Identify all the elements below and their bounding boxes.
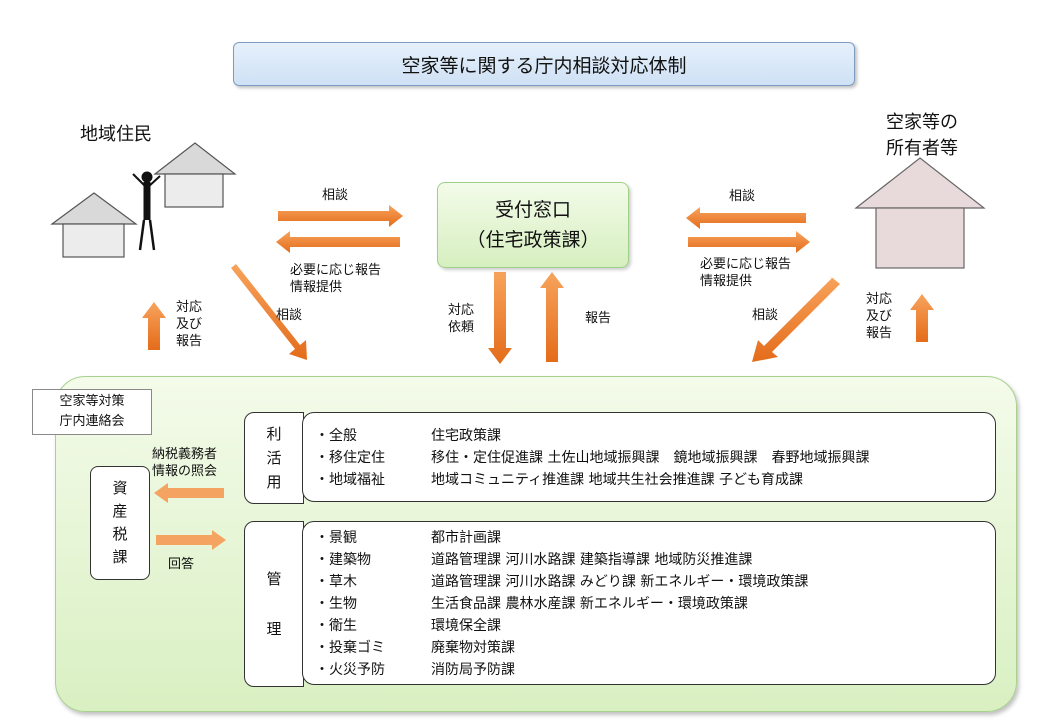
management-depts: 環境保全課 <box>431 618 501 634</box>
management-row-sanitation: ・衛生 環境保全課 <box>315 615 995 637</box>
utilization-item: ・全般 <box>315 428 357 444</box>
arrow-reception-to-owner <box>688 231 810 253</box>
reception-desk-box: 受付窓口 （住宅政策課） <box>437 182 629 268</box>
management-depts: 消防局予防課 <box>431 662 515 678</box>
tax-char-3: 税 <box>112 525 128 543</box>
management-item: ・草木 <box>315 574 357 590</box>
utilization-item: ・移住定住 <box>315 450 385 466</box>
arrow-reception-down-request <box>488 272 512 364</box>
left-reply-label: 対応 及び 報告 <box>172 299 206 350</box>
reception-department: （住宅政策課） <box>466 229 600 251</box>
arrow-resident-diag-to-council <box>226 264 307 360</box>
tax-inquiry-line2: 情報の照会 <box>152 464 218 479</box>
owners-label-line2: 所有者等 <box>886 138 958 159</box>
resident-person-icon <box>132 171 161 251</box>
left-reply-line2: 及び <box>175 317 202 332</box>
right-reply-label: 対応 及び 報告 <box>862 291 896 342</box>
right-report-label: 必要に応じ報告 情報提供 <box>700 256 791 290</box>
center-report-label: 報告 <box>585 311 612 326</box>
left-reply-line3: 報告 <box>175 334 202 349</box>
tax-inquiry-label: 納税義務者 情報の照会 <box>152 446 217 480</box>
management-char-1: 管 <box>266 570 282 588</box>
management-item: ・建築物 <box>315 552 371 568</box>
utilization-item: ・地域福祉 <box>315 472 385 488</box>
tax-answer-label: 回答 <box>168 557 195 572</box>
right-reply-line3: 報告 <box>865 326 892 341</box>
utilization-depts: 地域コミュニティ推進課 地域共生社会推進課 子ども育成課 <box>431 472 804 488</box>
utilization-char-1: 利 <box>266 425 282 443</box>
page-title: 空家等に関する庁内相談対応体制 <box>233 42 855 86</box>
right-report-line2: 情報提供 <box>700 274 753 289</box>
utilization-row-welfare: ・地域福祉 地域コミュニティ推進課 地域共生社会推進課 子ども育成課 <box>315 469 995 491</box>
management-row-fire-prevention: ・火災予防 消防局予防課 <box>315 659 995 681</box>
utilization-category-box: 利 活 用 <box>244 412 304 504</box>
center-request-line2: 依頼 <box>448 320 475 335</box>
right-report-line1: 必要に応じ報告 <box>700 257 792 272</box>
owner-house-icon <box>854 157 986 269</box>
utilization-row-migration: ・移住定住 移住・定住促進課 土佐山地域振興課 鏡地域振興課 春野地域振興課 <box>315 447 995 469</box>
residents-label: 地域住民 <box>80 124 152 145</box>
management-item: ・火災予防 <box>315 662 385 678</box>
management-row-landscape: ・景観 都市計画課 <box>315 527 995 549</box>
arrow-owner-to-reception <box>686 207 806 229</box>
left-report-label: 必要に応じ報告 情報提供 <box>290 262 381 296</box>
center-request-label: 対応 依頼 <box>448 302 474 336</box>
utilization-depts: 住宅政策課 <box>431 428 501 444</box>
council-label-box: 空家等対策 庁内連絡会 <box>32 389 152 435</box>
council-label-line2: 庁内連絡会 <box>59 414 125 429</box>
tax-char-1: 資 <box>112 479 128 497</box>
left-consult-label: 相談 <box>322 188 349 203</box>
management-item: ・生物 <box>315 596 357 612</box>
arrow-resident-to-reception <box>278 205 403 227</box>
utilization-char-3: 用 <box>266 473 282 491</box>
owners-label: 空家等の 所有者等 <box>872 110 972 162</box>
tax-char-2: 産 <box>112 502 128 520</box>
management-depts: 生活食品課 農林水産課 新エネルギー・環境政策課 <box>431 596 748 612</box>
management-row-vegetation: ・草木 道路管理課 河川水路課 みどり課 新エネルギー・環境政策課 <box>315 571 995 593</box>
management-item: ・投棄ゴミ <box>315 640 385 656</box>
management-item: ・衛生 <box>315 618 357 634</box>
right-reply-line2: 及び <box>865 309 892 324</box>
left-reply-line1: 対応 <box>175 300 202 315</box>
property-tax-division-box: 資 産 税 課 <box>90 466 150 580</box>
reception-title: 受付窓口 <box>494 199 571 221</box>
management-depts: 道路管理課 河川水路課 みどり課 新エネルギー・環境政策課 <box>431 574 809 590</box>
utilization-row-general: ・全般 住宅政策課 <box>315 425 995 447</box>
resident-house-left-icon <box>50 192 138 258</box>
arrow-up-to-owner <box>910 294 934 342</box>
owners-label-line1: 空家等の <box>886 112 958 133</box>
management-row-wildlife: ・生物 生活食品課 農林水産課 新エネルギー・環境政策課 <box>315 593 995 615</box>
resident-house-right-icon <box>153 142 237 208</box>
utilization-char-2: 活 <box>266 449 282 467</box>
arrow-council-up-report <box>540 272 564 362</box>
management-item: ・景観 <box>315 530 357 546</box>
left-report-line1: 必要に応じ報告 <box>290 263 382 278</box>
arrow-owner-diag-to-council <box>752 276 840 362</box>
left-report-line2: 情報提供 <box>290 280 343 295</box>
right-consult-label: 相談 <box>729 189 756 204</box>
management-row-dumping: ・投棄ゴミ 廃棄物対策課 <box>315 637 995 659</box>
council-label-line1: 空家等対策 <box>59 394 125 409</box>
center-request-line1: 対応 <box>448 303 475 318</box>
management-list: ・景観 都市計画課 ・建築物 道路管理課 河川水路課 建築指導課 地域防災推進課… <box>302 521 996 685</box>
right-diag-consult-label: 相談 <box>752 308 779 323</box>
left-diag-consult-label: 相談 <box>276 308 303 323</box>
management-category-box: 管 理 <box>244 521 304 687</box>
arrow-up-to-resident <box>142 302 166 350</box>
management-depts: 道路管理課 河川水路課 建築指導課 地域防災推進課 <box>431 552 753 568</box>
management-char-2: 理 <box>266 620 282 638</box>
tax-char-4: 課 <box>112 548 128 566</box>
utilization-depts: 移住・定住促進課 土佐山地域振興課 鏡地域振興課 春野地域振興課 <box>431 450 870 466</box>
management-depts: 都市計画課 <box>431 530 501 546</box>
utilization-list: ・全般 住宅政策課 ・移住定住 移住・定住促進課 土佐山地域振興課 鏡地域振興課… <box>302 412 996 502</box>
arrow-reception-to-resident <box>276 231 400 253</box>
tax-inquiry-line1: 納税義務者 <box>152 447 218 462</box>
management-row-building: ・建築物 道路管理課 河川水路課 建築指導課 地域防災推進課 <box>315 549 995 571</box>
management-depts: 廃棄物対策課 <box>431 640 515 656</box>
right-reply-line1: 対応 <box>865 292 892 307</box>
